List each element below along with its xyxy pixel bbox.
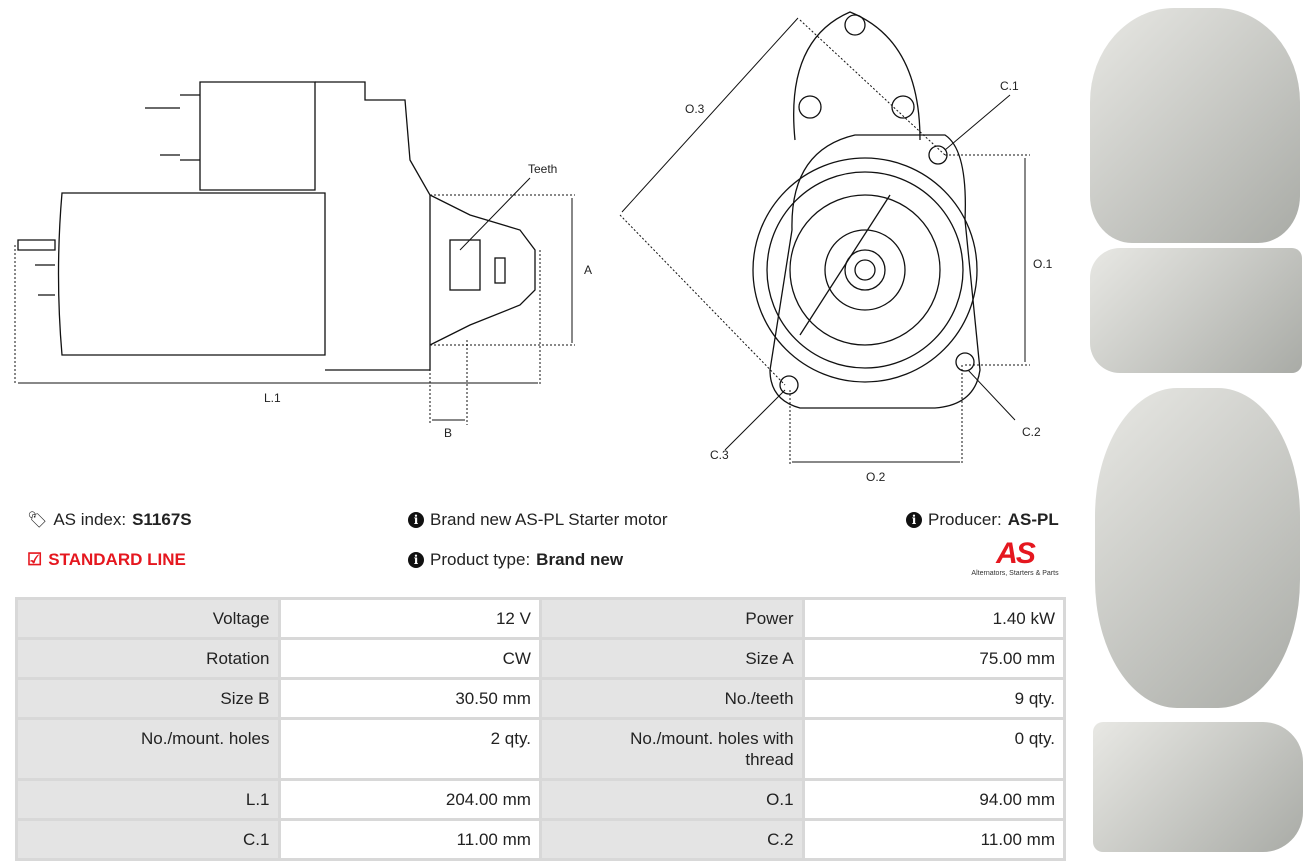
svg-text:O.1: O.1	[1033, 257, 1053, 271]
tags-icon: 🏷	[27, 512, 48, 529]
spec-label: Voltage	[15, 597, 281, 640]
front-view-drawing	[752, 11, 981, 409]
spec-label: O.1	[538, 778, 805, 821]
product-type: i Product type:Brand new	[408, 550, 623, 570]
product-photo-side	[1090, 248, 1302, 373]
svg-text:O.3: O.3	[685, 102, 705, 116]
spec-value: 9 qty.	[801, 677, 1067, 720]
svg-text:C.1: C.1	[1000, 79, 1019, 93]
spec-label: Size A	[538, 637, 805, 680]
spec-value: 12 V	[277, 597, 542, 640]
spec-label: C.2	[538, 818, 805, 861]
spec-label: Power	[538, 597, 805, 640]
spec-label: Size B	[15, 677, 281, 720]
spec-value: 11.00 mm	[801, 818, 1067, 861]
product-photo-front	[1090, 8, 1300, 243]
svg-text:Teeth: Teeth	[528, 162, 557, 176]
spec-value: CW	[277, 637, 542, 680]
svg-text:L.1: L.1	[264, 391, 281, 405]
spec-label: No./mount. holes with thread	[538, 717, 805, 781]
spec-label: C.1	[15, 818, 281, 861]
as-pl-logo: AS Alternators, Starters & Parts	[971, 537, 1059, 578]
info-icon: i	[906, 512, 922, 528]
spec-value: 94.00 mm	[801, 778, 1067, 821]
spec-value: 204.00 mm	[277, 778, 542, 821]
technical-drawing: Teeth A B L.1 O.3 C.1 O.1 C.2 C.3 O.2	[14, 11, 1053, 484]
product-photo-side-2	[1093, 722, 1303, 852]
spec-label: Rotation	[15, 637, 281, 680]
as-index: 🏷 AS index:S1167S	[27, 510, 192, 529]
svg-text:O.2: O.2	[866, 470, 886, 484]
standard-line-badge: ☑ STANDARD LINE	[27, 550, 186, 569]
info-icon: i	[408, 512, 424, 528]
product-photo-rear	[1095, 388, 1300, 708]
svg-text:B: B	[444, 426, 452, 440]
checkbox-checked-icon: ☑	[27, 550, 43, 569]
info-icon: i	[408, 552, 424, 568]
spec-label: No./teeth	[538, 677, 805, 720]
product-description: i Brand new AS-PL Starter motor	[408, 510, 667, 530]
spec-label: L.1	[15, 778, 281, 821]
svg-text:A: A	[584, 263, 592, 277]
spec-value: 0 qty.	[801, 717, 1067, 781]
as-index-value: S1167S	[132, 510, 192, 529]
svg-text:C.3: C.3	[710, 448, 729, 462]
spec-value: 2 qty.	[277, 717, 542, 781]
side-view-drawing	[17, 81, 536, 371]
spec-value: 11.00 mm	[277, 818, 542, 861]
spec-label: No./mount. holes	[15, 717, 281, 781]
spec-value: 1.40 kW	[801, 597, 1067, 640]
svg-text:C.2: C.2	[1022, 425, 1041, 439]
spec-value: 75.00 mm	[801, 637, 1067, 680]
producer: i Producer:AS-PL	[906, 510, 1059, 530]
spec-value: 30.50 mm	[277, 677, 542, 720]
